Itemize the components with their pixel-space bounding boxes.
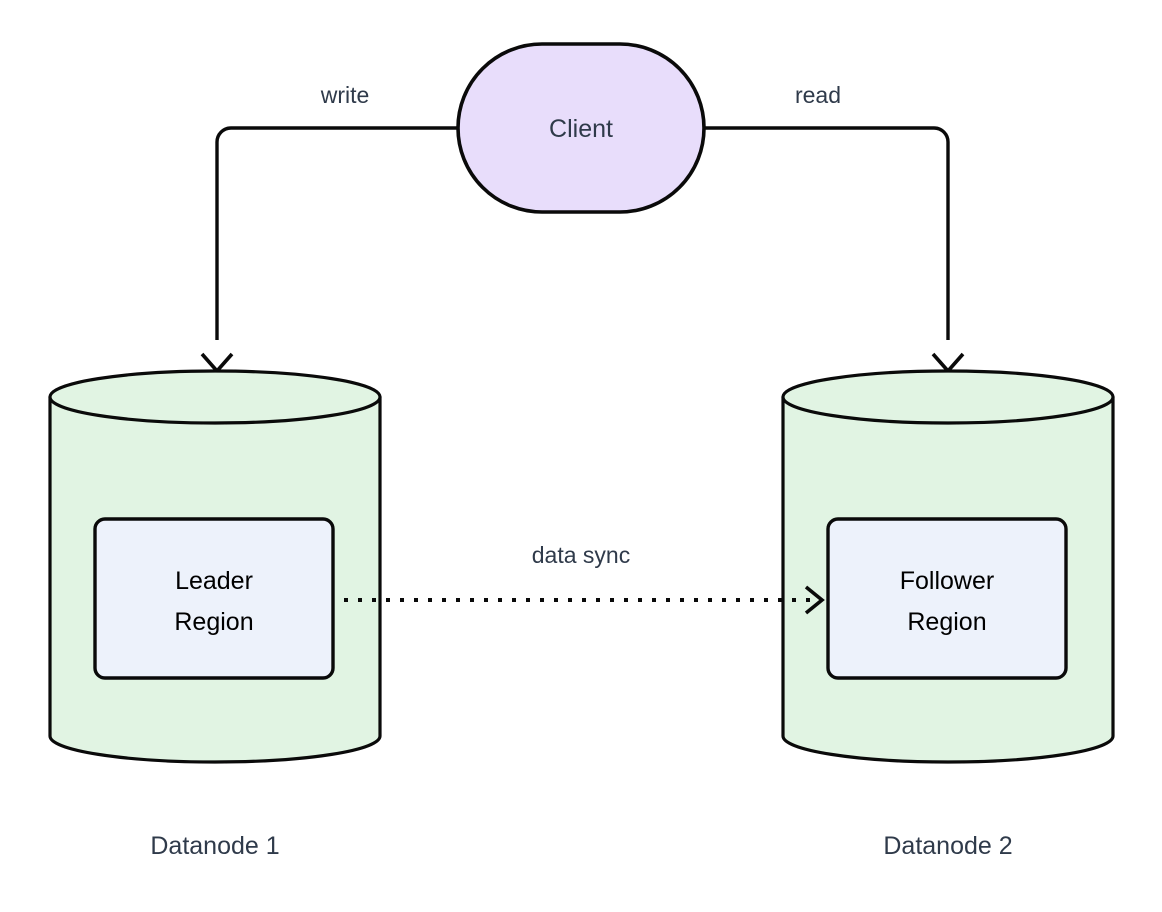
client-shape <box>456 42 706 214</box>
datanode-1-node[interactable]: Leader Region Datanode 1 <box>48 369 382 860</box>
edge-data-sync: data sync <box>344 542 825 615</box>
edge-read-label: read <box>795 82 841 108</box>
edge-write-arrowhead-icon <box>200 352 234 374</box>
client-node[interactable]: Client <box>456 42 706 214</box>
leader-region-box[interactable]: Leader Region <box>93 517 335 680</box>
edge-write-path <box>215 126 458 340</box>
edge-data-sync-label: data sync <box>532 542 630 568</box>
edge-read: read <box>704 82 965 374</box>
datanode-1-caption: Datanode 1 <box>150 832 279 860</box>
edge-read-path <box>704 126 950 340</box>
datanode-2-caption: Datanode 2 <box>883 832 1012 860</box>
datanode-2-node[interactable]: Follower Region Datanode 2 <box>781 369 1115 860</box>
follower-region-rect <box>826 517 1068 680</box>
edge-write: write <box>200 82 458 374</box>
leader-region-label-line1: Leader <box>175 567 253 595</box>
follower-region-label-line1: Follower <box>900 567 994 595</box>
edge-data-sync-arrowhead-icon <box>804 585 825 615</box>
edge-read-arrowhead-icon <box>931 352 965 374</box>
datanode-1-cylinder-top <box>48 369 382 425</box>
datanode-2-cylinder-top <box>781 369 1115 425</box>
client-label: Client <box>549 115 613 143</box>
leader-region-label-line2: Region <box>174 608 253 636</box>
leader-region-rect <box>93 517 335 680</box>
edge-write-label: write <box>320 82 370 108</box>
follower-region-label-line2: Region <box>907 608 986 636</box>
follower-region-box[interactable]: Follower Region <box>826 517 1068 680</box>
